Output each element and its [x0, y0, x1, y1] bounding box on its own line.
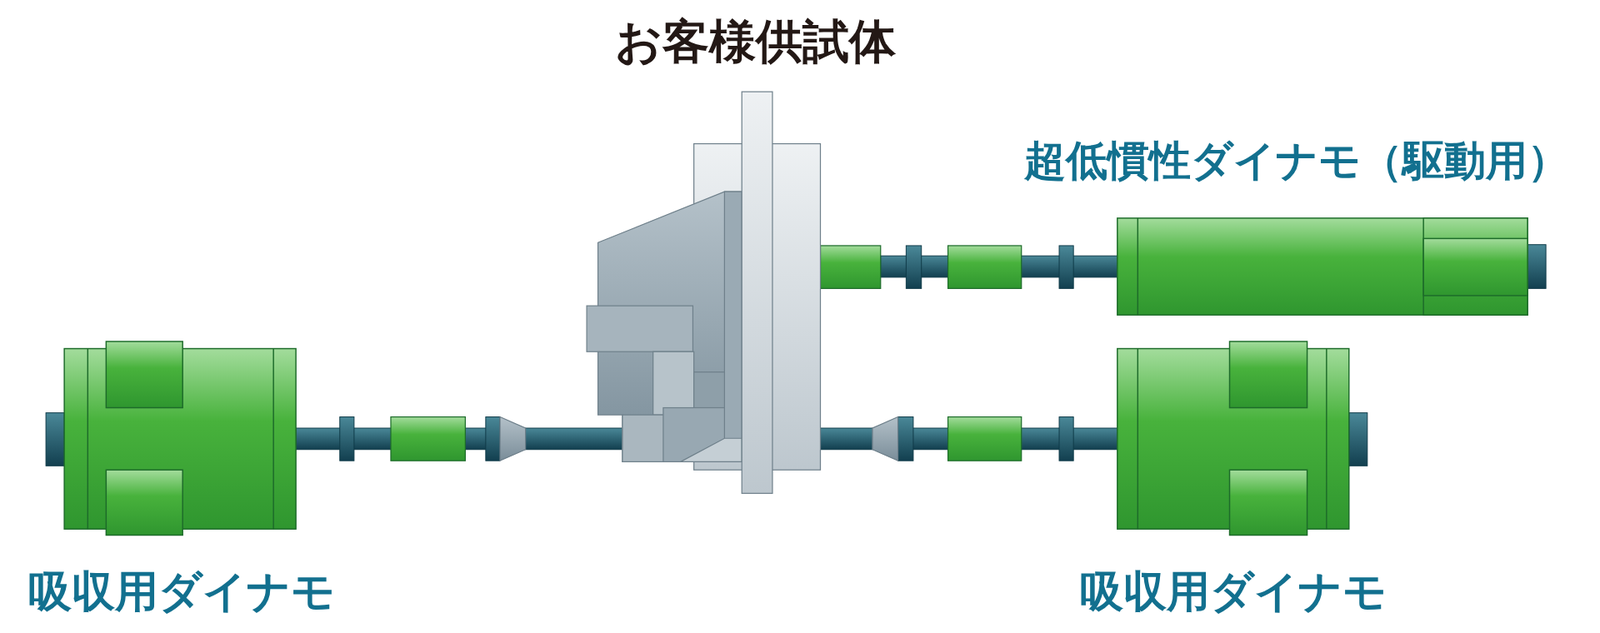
test-specimen — [586, 91, 820, 494]
absorbing-dynamo — [64, 341, 296, 536]
part-label: 吸収用ダイナモ — [28, 567, 335, 618]
drive-dynamo — [1117, 218, 1528, 315]
absorbing-dynamo — [1117, 341, 1350, 536]
part-label: 超低慣性ダイナモ（駆動用） — [1024, 137, 1570, 186]
part-label: 吸収用ダイナモ — [1080, 567, 1387, 618]
part-label: お客様供試体 — [615, 15, 896, 69]
